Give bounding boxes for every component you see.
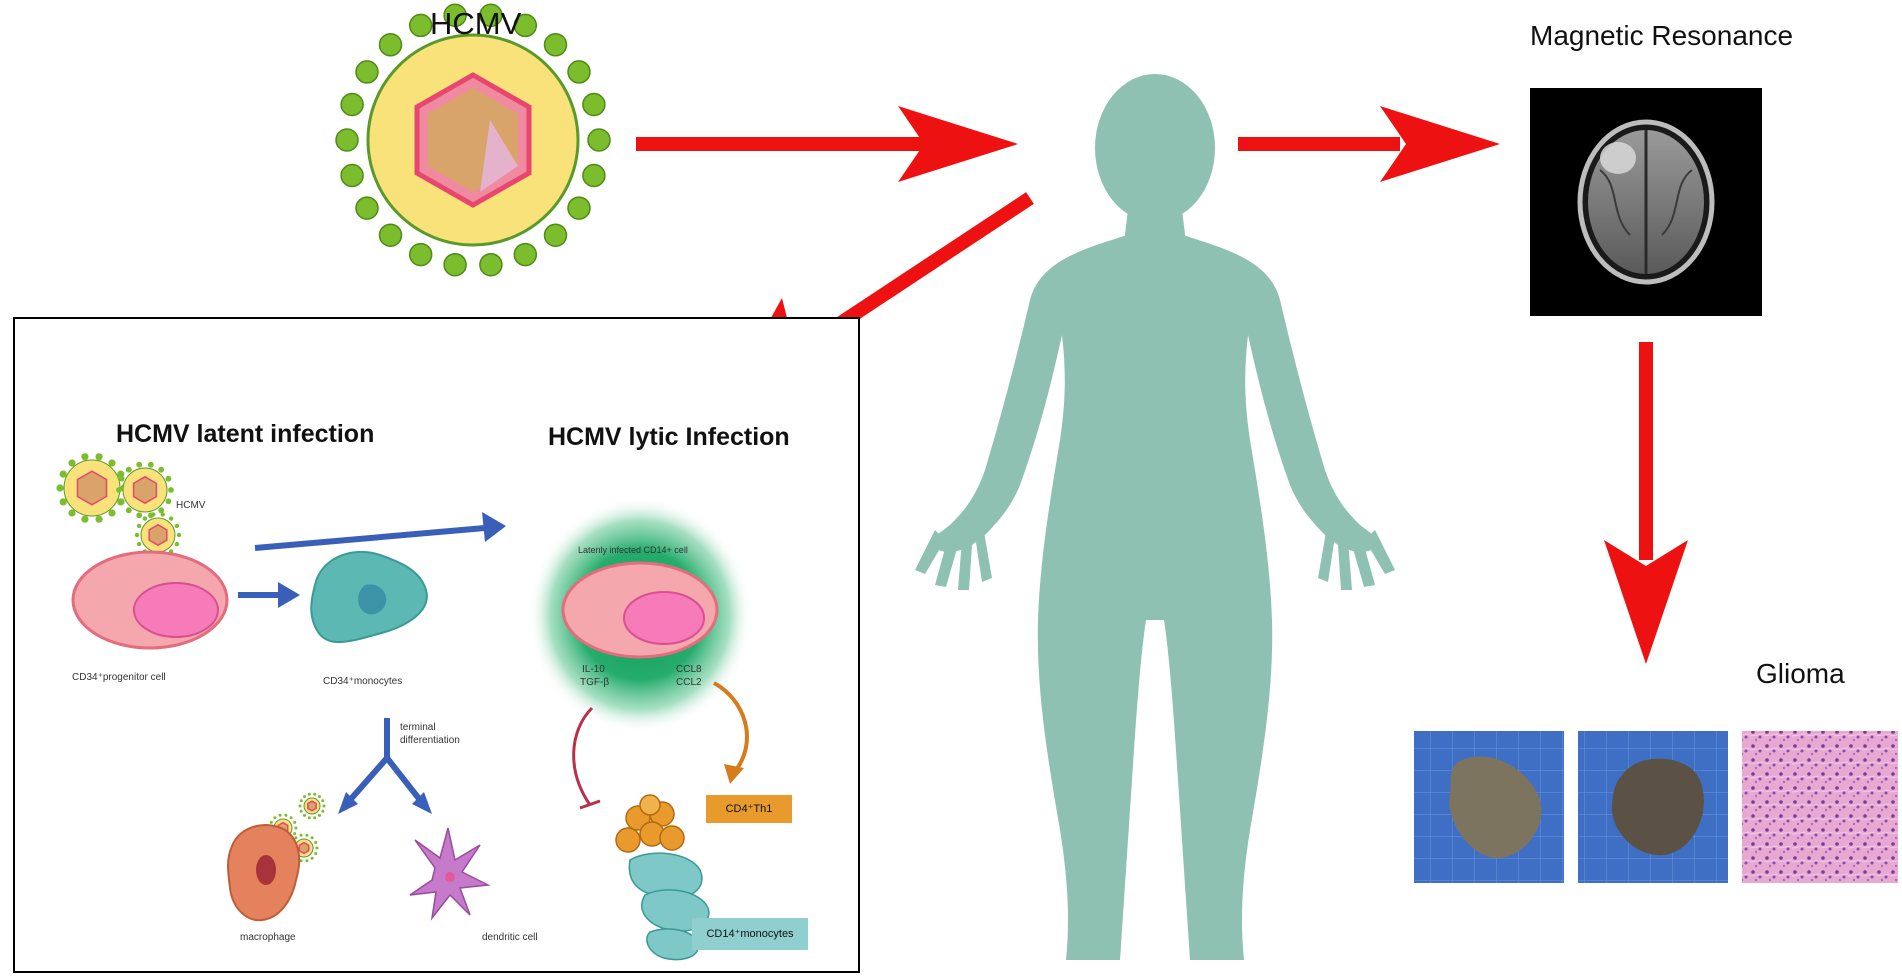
virion-spike [408,13,433,38]
virion-spike [543,223,568,247]
small-virion-icon [298,792,326,820]
human-body-silhouette [915,74,1395,960]
glioma-specimen-photo-2 [1578,731,1728,883]
hcmv-small-label: HCMV [176,500,206,511]
blue-branch-head-right [412,792,432,814]
virion-spike [355,60,379,84]
small-virion-icon [134,512,182,558]
arrow-mri-to-glioma [1604,342,1688,664]
blue-arrow-short [238,582,300,608]
progenitor-cell-icon [71,550,229,650]
th1-tag-label: CD4⁺Th1 [725,803,773,815]
virion-spike [567,60,591,84]
latent-infection-title: HCMV latent infection [116,420,375,448]
latently-infected-label: Latenly infected CD14+ cell [578,545,688,555]
virion-spike [335,128,359,152]
cytokine-il10: IL-10 [582,664,605,675]
dendritic-cell-icon [409,827,491,921]
cd14-tag-label: CD14⁺monocytes [706,928,794,940]
virion-spike [479,3,503,28]
inhibition-arrow-il10 [572,706,601,810]
hcmv-virion-icon [335,3,611,277]
virion-spike [355,196,379,220]
chemokine-ccl8: CCL8 [676,664,702,675]
progenitor-cell-label: CD34⁺progenitor cell [72,672,166,683]
glioma-histology-image [1742,731,1898,883]
monocyte-cell-icon [310,550,428,644]
cytokine-tgfb: TGF-β [580,677,610,688]
virion-spike [340,92,364,117]
chemokine-ccl2: CCL2 [676,677,702,688]
virion-spike [582,163,606,188]
virion-spike [340,163,364,188]
arrow-body-to-mri [1238,106,1500,182]
glioma-specimen-photo-1 [1414,731,1564,883]
virion-spike [543,33,568,57]
virion-spike [378,223,403,247]
virion-spike [443,3,467,28]
virion-spike [479,252,503,277]
macrophage-cell-icon [227,824,301,922]
monocytes-label: CD34⁺monocytes [323,676,403,687]
cd14-tag-box [692,918,808,950]
small-virion-icons [56,453,326,863]
virion-spike [378,33,403,57]
magnetic-resonance-title: Magnetic Resonance [1530,20,1794,51]
th1-cell-cluster-icon [615,794,685,853]
blue-branch-arrow [347,718,423,802]
glioma-title: Glioma [1756,658,1845,689]
lytic-infection-title: HCMV lytic Infection [548,423,790,451]
virion-spike [513,242,538,267]
differentiation-label: differentiation [400,735,460,746]
mri-scan-image [1530,88,1762,316]
small-virion-icon [116,461,174,519]
virion-spike [587,128,611,152]
dendritic-cell-label: dendritic cell [482,932,538,943]
virion-spikes [335,3,611,277]
hcmv-title: HCMV [430,6,522,41]
macrophage-label: macrophage [240,932,296,943]
th1-tag-box [706,795,792,823]
blue-arrow-long [254,512,506,551]
virion-spike [443,252,467,277]
arrow-virus-to-body [636,106,1018,182]
terminal-label: terminal [400,722,436,733]
blue-branch-head-left [338,792,358,814]
virion-spike [567,196,591,220]
virion-spike [513,13,538,38]
virion-spike [582,92,606,117]
activation-arrow-ccl [713,681,749,784]
virion-spike [408,242,433,267]
latently-infected-cell-icon [528,497,752,733]
